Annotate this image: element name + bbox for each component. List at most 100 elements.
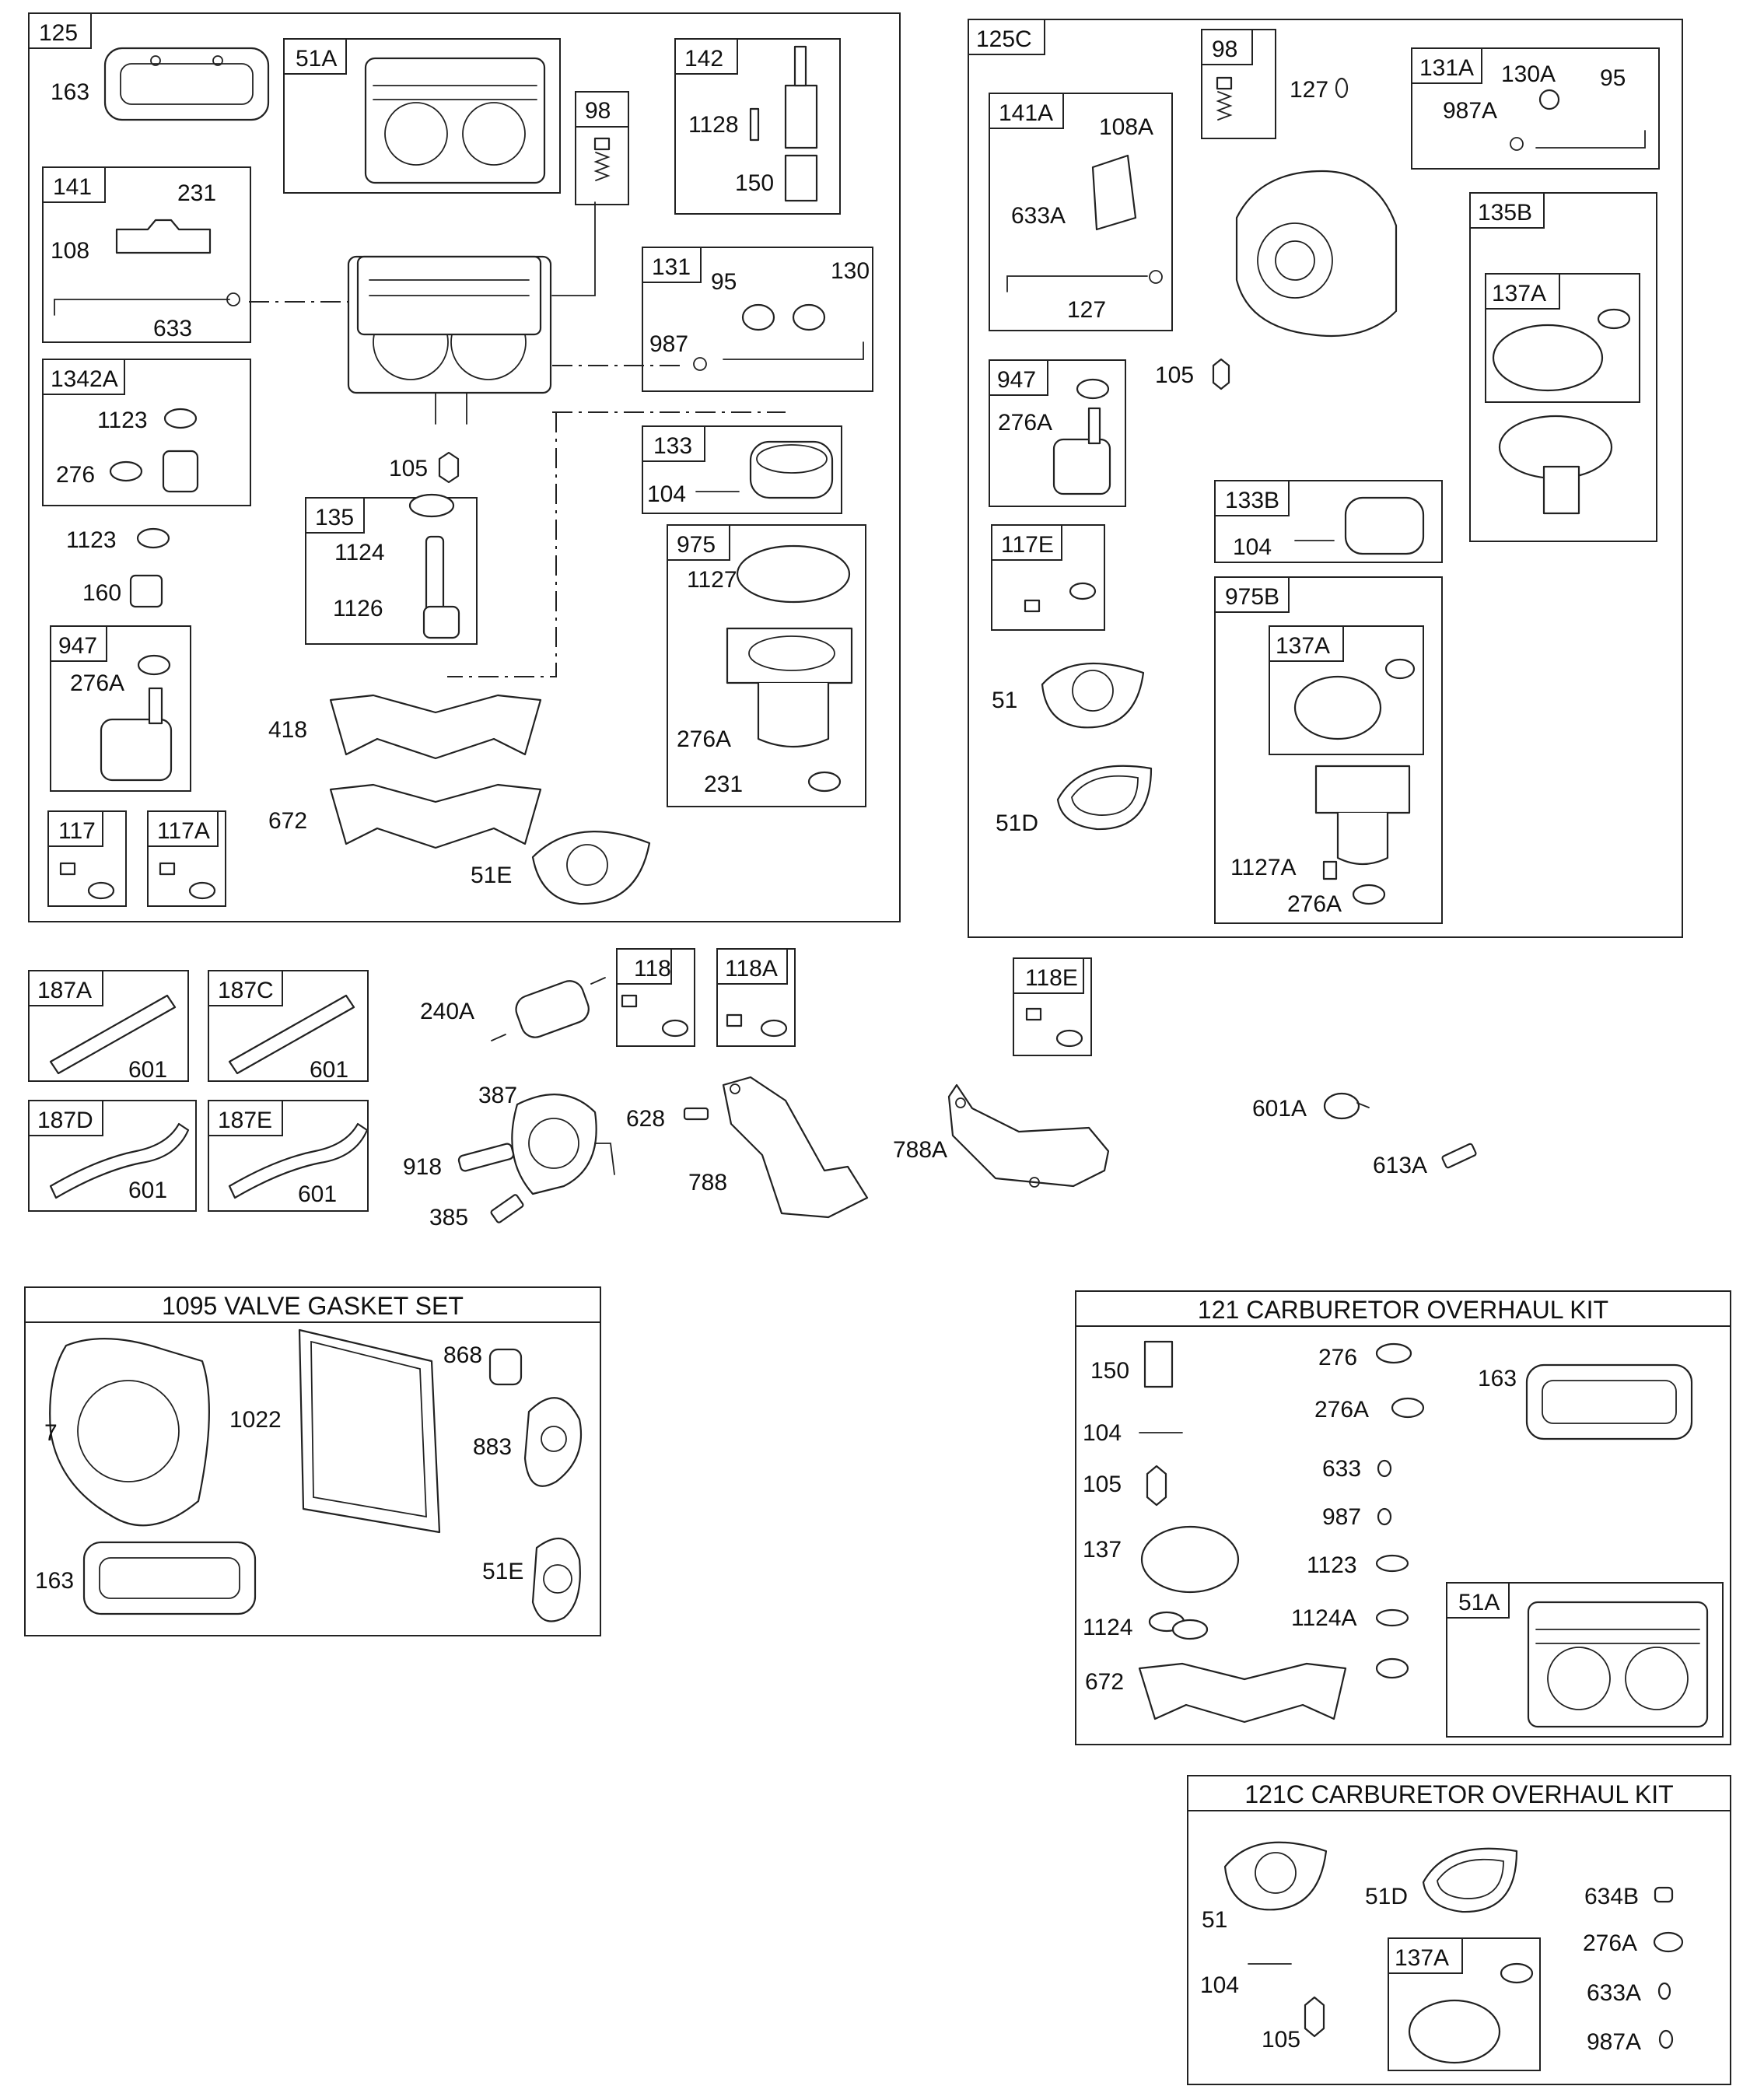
screw-117[interactable] [59, 862, 115, 900]
screw-117E[interactable] [1024, 582, 1097, 613]
box-187E [208, 1100, 369, 1212]
box-187A [28, 970, 189, 1082]
washer-1123-kit[interactable] [1375, 1554, 1409, 1573]
choke-shaft-141[interactable] [54, 219, 240, 316]
gasket-51-kit121C[interactable] [1223, 1841, 1328, 1911]
callout-276-kit: 276 [1318, 1345, 1357, 1370]
washer-633-kit[interactable] [1377, 1459, 1392, 1478]
label-131: 131 [652, 254, 691, 280]
washer-1123[interactable] [136, 527, 170, 549]
carburetor-body-125C[interactable] [1235, 170, 1398, 338]
tag-142 [674, 38, 738, 75]
spring-screw-98b[interactable] [1216, 76, 1233, 121]
screw-613A[interactable] [1441, 1143, 1477, 1169]
throttle-shaft-131[interactable] [693, 303, 864, 371]
tag-137Ab [1485, 273, 1560, 310]
label-98: 98 [585, 98, 611, 124]
plug-634B[interactable] [1654, 1886, 1674, 1903]
fuel-filter-240A[interactable] [491, 977, 606, 1041]
gasket-51A-kit121[interactable] [1527, 1601, 1709, 1728]
bracket-788[interactable] [722, 1076, 869, 1219]
float-135[interactable] [408, 493, 460, 639]
fuel-line-187D[interactable] [49, 1122, 190, 1199]
gasket-672-kit[interactable] [1138, 1662, 1347, 1724]
float-gasket-137A-975B[interactable] [1293, 658, 1416, 740]
solenoid-947b[interactable] [1052, 378, 1111, 495]
float-gasket-137A-kit121C[interactable] [1408, 1962, 1534, 2064]
seat-assembly-1342A[interactable] [109, 408, 199, 493]
spring-screw-98[interactable] [593, 137, 611, 181]
gasket-51D-kit121C[interactable] [1422, 1847, 1518, 1913]
screw-118[interactable] [621, 994, 689, 1038]
float-valve-142[interactable] [749, 45, 818, 202]
screw-385[interactable] [490, 1194, 524, 1223]
tag-133 [642, 425, 705, 462]
gasket-51E[interactable] [531, 831, 651, 905]
gasket-51A[interactable] [364, 57, 546, 184]
gasket-163-kit1095[interactable] [82, 1541, 257, 1615]
washer-276-kit[interactable] [1375, 1342, 1412, 1364]
fuel-line-187C[interactable] [228, 994, 355, 1075]
gasket-163[interactable] [103, 47, 270, 121]
clamp-601A[interactable] [1323, 1092, 1370, 1120]
label-133: 133 [653, 433, 692, 459]
callout-137: 1127 [687, 567, 737, 593]
needle-105-kit121C[interactable] [1304, 1996, 1325, 2038]
hose-918[interactable] [457, 1143, 515, 1172]
seal-868[interactable] [488, 1348, 523, 1386]
plate-150-kit[interactable] [1143, 1340, 1174, 1388]
gasket-883[interactable] [523, 1397, 583, 1487]
washer-987-kit[interactable] [1377, 1507, 1392, 1526]
solenoid-947[interactable] [100, 654, 173, 782]
callout-1022: 1022 [229, 1407, 282, 1433]
float-gasket-137A[interactable] [1492, 308, 1631, 392]
float-bowl-133[interactable] [695, 440, 834, 499]
gasket-418[interactable] [329, 694, 542, 760]
washer-extra-kit[interactable] [1375, 1657, 1409, 1679]
fuel-pump-387[interactable] [511, 1094, 615, 1195]
screw-118A[interactable] [726, 1013, 788, 1038]
gasket-51-125C[interactable] [1041, 662, 1145, 729]
cover-gasket-1022[interactable] [298, 1328, 441, 1534]
callout-385: 385 [429, 1205, 468, 1230]
bowl-975[interactable] [726, 544, 853, 793]
choke-plate-141A[interactable] [1006, 154, 1163, 292]
washer-987A-kit121C[interactable] [1658, 2029, 1674, 2049]
ring-127[interactable] [1335, 77, 1349, 99]
needle-105[interactable] [438, 451, 460, 484]
gasket-672[interactable] [329, 783, 542, 849]
washer-633A-kit121C[interactable] [1657, 1982, 1671, 2000]
float-pin-1124-kit[interactable] [1148, 1611, 1209, 1640]
callout-1124A-kit: 1124A [1291, 1605, 1357, 1631]
screw-117A[interactable] [159, 862, 216, 900]
washer-276A-kit[interactable] [1391, 1397, 1425, 1419]
callout-130: 130 [831, 258, 870, 284]
float-bowl-133B[interactable] [1294, 496, 1425, 555]
screw-628[interactable] [683, 1107, 709, 1121]
callout-1127: 276A [677, 726, 731, 752]
tag-117E [991, 524, 1062, 561]
fuel-line-187A[interactable] [49, 994, 177, 1075]
callout-633-kit: 633 [1322, 1456, 1361, 1482]
needle-105-125C[interactable] [1212, 358, 1230, 390]
bracket-788A[interactable] [947, 1083, 1110, 1188]
label-947: 947 [58, 633, 97, 659]
fuel-line-187E[interactable] [228, 1122, 369, 1199]
washer-276A-kit121C[interactable] [1653, 1931, 1684, 1953]
needle-105-kit[interactable] [1146, 1465, 1167, 1507]
head-gasket-7[interactable] [49, 1338, 210, 1527]
throttle-shaft-131A[interactable] [1510, 89, 1646, 151]
bowl-975B[interactable] [1314, 765, 1411, 905]
callout-104-133B: 104 [1233, 534, 1272, 560]
washer-1124A-kit[interactable] [1375, 1608, 1409, 1627]
screw-118E[interactable] [1025, 1007, 1083, 1048]
label-975: 975 [677, 532, 716, 558]
ring-137-kit[interactable] [1140, 1525, 1240, 1594]
carburetor-body[interactable] [347, 255, 552, 425]
gasket-51E-kit1095[interactable] [531, 1537, 581, 1622]
callout-127: 127 [1290, 77, 1328, 103]
seat-160[interactable] [129, 574, 163, 608]
gasket-51D-125C[interactable] [1056, 765, 1153, 831]
gasket-163-kit121[interactable] [1525, 1363, 1693, 1440]
float-135B[interactable] [1498, 415, 1613, 515]
